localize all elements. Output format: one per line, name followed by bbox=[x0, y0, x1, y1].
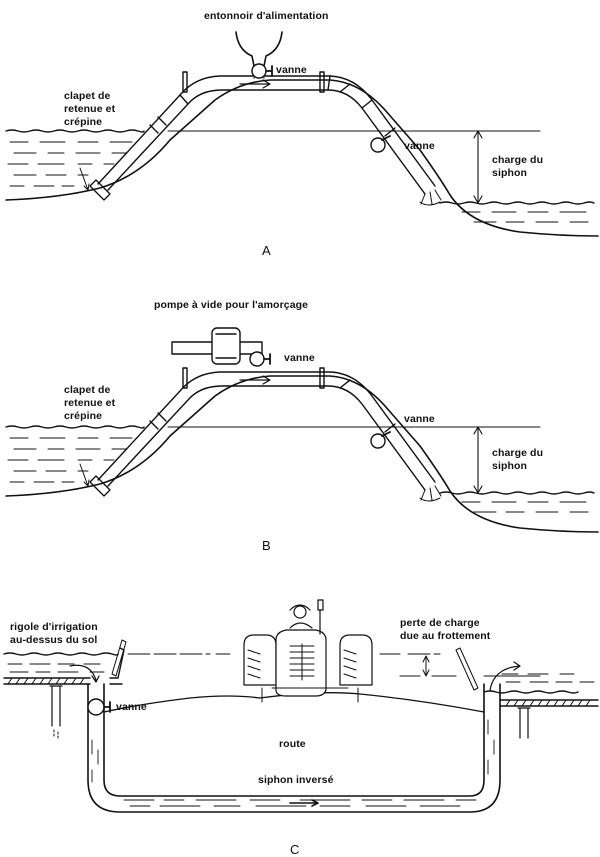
siphon-flow-arrow bbox=[289, 799, 319, 807]
panel-caption-c: C bbox=[290, 842, 300, 857]
valve-c bbox=[87, 698, 105, 716]
friction-loss-label: perte de charge due au frottement bbox=[400, 617, 491, 642]
flow-arrow-a bbox=[239, 79, 271, 89]
valve-outlet-label-a: vanne bbox=[404, 140, 435, 152]
funnel-a bbox=[235, 31, 283, 67]
panel-c-drawing bbox=[3, 599, 599, 813]
siphon-water-fill bbox=[91, 719, 495, 807]
panel-a-drawing bbox=[5, 31, 599, 237]
valve-label-c: vanne bbox=[116, 701, 147, 713]
left-channel-hatch bbox=[7, 677, 85, 685]
head-arrow-b bbox=[473, 426, 483, 494]
panel-caption-b: B bbox=[262, 538, 271, 553]
right-water-surface bbox=[439, 201, 595, 205]
channel-label: rigole d'irrigation au-dessus du sol bbox=[10, 621, 98, 646]
left-channel-floor bbox=[3, 647, 125, 685]
road-label: route bbox=[279, 738, 306, 750]
right-channel-water bbox=[483, 690, 579, 694]
panel-caption-a: A bbox=[262, 243, 271, 258]
check-valve-strainer-a bbox=[89, 179, 111, 201]
pump-label: pompe à vide pour l'amorçage bbox=[154, 299, 309, 311]
embankment-b bbox=[5, 375, 599, 533]
valve-top-a bbox=[251, 63, 267, 79]
left-gate bbox=[111, 639, 127, 677]
outlet-splash-a bbox=[419, 189, 442, 206]
right-water-surface-b bbox=[439, 491, 595, 495]
left-channel-water bbox=[3, 652, 119, 656]
valve-outlet-b bbox=[370, 433, 386, 449]
valve-top-label-b: vanne bbox=[284, 352, 315, 364]
flow-arrow-b bbox=[239, 375, 271, 385]
vacuum-pump bbox=[171, 327, 263, 365]
panel-b-drawing bbox=[5, 327, 599, 533]
valve-outlet-label-b: vanne bbox=[404, 413, 435, 425]
valve-top-label-a: vanne bbox=[276, 64, 307, 76]
check-valve-strainer-b bbox=[89, 475, 111, 497]
check-valve-label-a: clapet de retenue et crépine bbox=[64, 90, 116, 128]
left-support-post bbox=[49, 685, 63, 727]
left-water-hatching bbox=[7, 141, 133, 187]
valve-outlet-a bbox=[370, 137, 386, 153]
strainer-arrow-a bbox=[79, 167, 90, 191]
head-arrow-a bbox=[473, 130, 483, 204]
right-water-hatching bbox=[461, 211, 589, 223]
siphon-pipe-b bbox=[97, 367, 436, 491]
valve-top-b bbox=[249, 351, 265, 367]
tractor bbox=[243, 599, 373, 703]
outlet-arrow bbox=[489, 661, 521, 691]
road-surface bbox=[103, 692, 485, 713]
friction-loss-arrow bbox=[422, 655, 430, 677]
funnel-label: entonnoir d'alimentation bbox=[204, 10, 329, 22]
siphon-pipe-a bbox=[97, 71, 436, 195]
embankment-a bbox=[5, 79, 599, 237]
head-label-b: charge du siphon bbox=[492, 447, 544, 472]
left-riser bbox=[87, 683, 501, 813]
inlet-arrow bbox=[69, 664, 100, 683]
head-label-a: charge du siphon bbox=[492, 154, 544, 179]
right-gate bbox=[455, 647, 479, 691]
check-valve-label-b: clapet de retenue et crépine bbox=[64, 384, 116, 422]
inverted-siphon-label: siphon inversé bbox=[258, 774, 334, 786]
left-water-surface bbox=[5, 129, 145, 133]
left-water-surface-b bbox=[5, 425, 145, 429]
